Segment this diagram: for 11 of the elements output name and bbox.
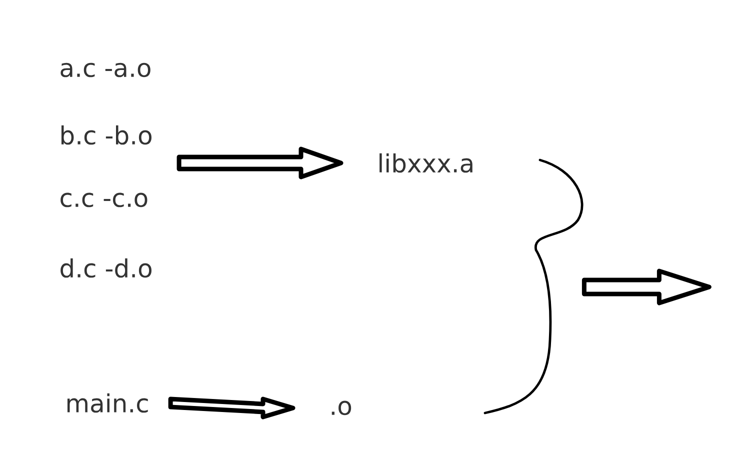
code-text: b.c -b.o <box>61 125 152 145</box>
code-text: .o <box>332 400 352 416</box>
code-text: d.c -d.o <box>60 258 152 278</box>
block-arrow <box>176 146 344 180</box>
code-text: main.c <box>67 393 148 413</box>
code-text: c.c -c.o <box>60 192 148 208</box>
curly-brace <box>484 158 584 414</box>
code-text: libxxx.a <box>380 153 472 173</box>
code-text: a.c -a.o <box>60 62 150 78</box>
block-arrow <box>582 268 712 306</box>
block-arrow <box>168 396 296 420</box>
